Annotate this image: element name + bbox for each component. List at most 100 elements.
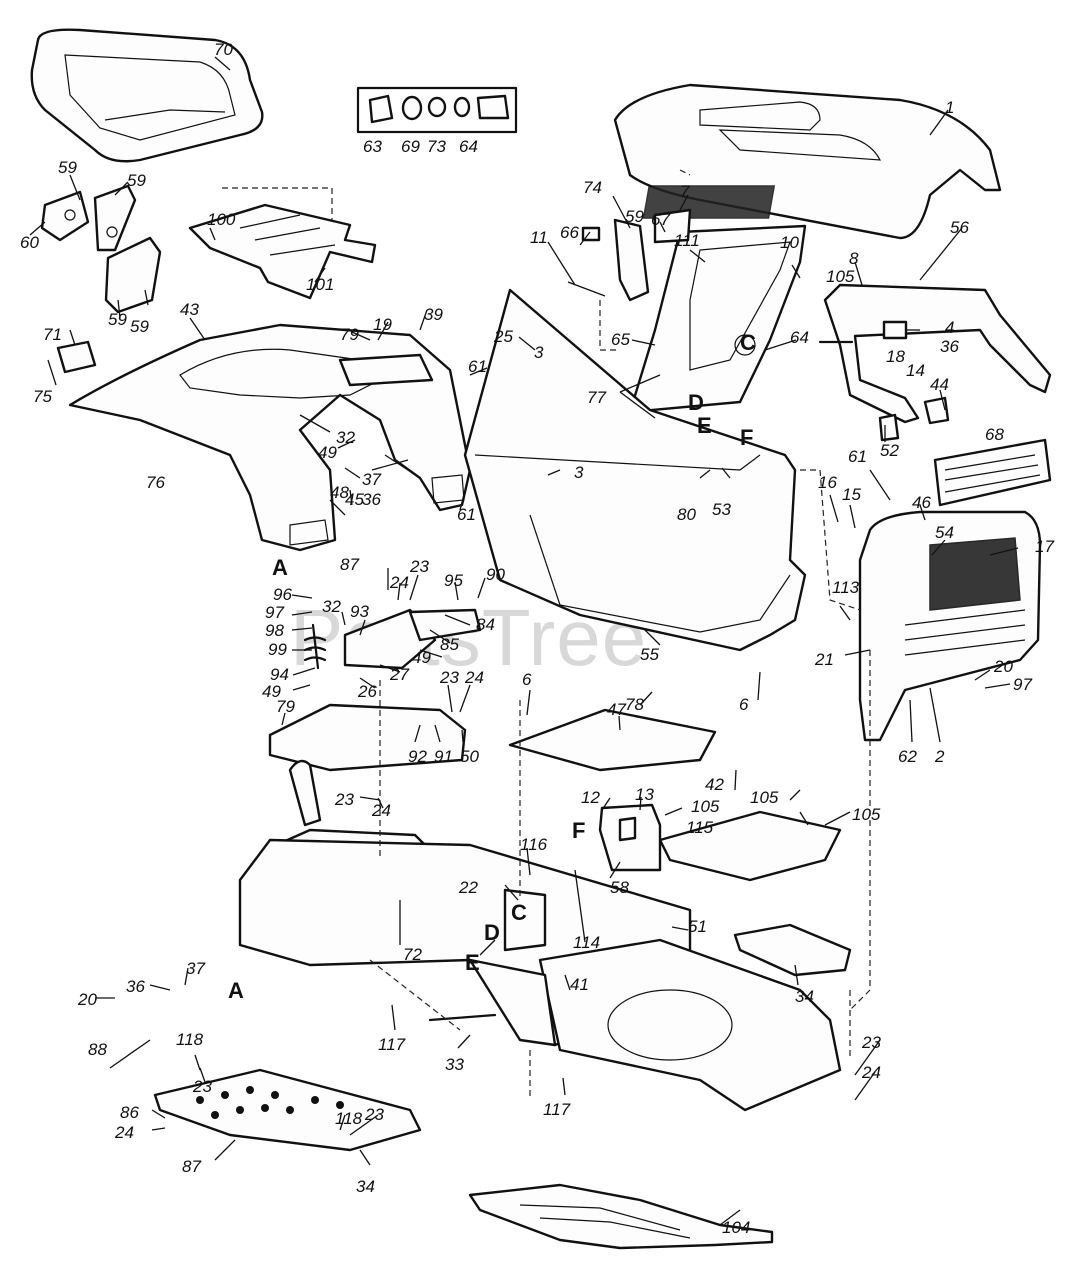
callout-115: 115 [686,818,714,837]
leader-lines [29,56,1019,1226]
callout-61: 61 [457,505,476,524]
callout-36: 36 [362,490,381,509]
reference-letter-e: E [697,413,712,438]
callout-49: 49 [318,443,337,462]
callout-88: 88 [88,1040,107,1059]
callout-24: 24 [371,801,391,820]
callout-84: 84 [476,615,495,634]
callout-87: 87 [340,555,359,574]
callout-24: 24 [861,1063,881,1082]
callout-98: 98 [265,621,284,640]
callout-66: 66 [560,223,579,242]
callout-59: 59 [108,310,127,329]
callout-96: 96 [273,585,292,604]
hood-bumpers [878,396,950,442]
callout-36: 36 [940,337,959,356]
seat [30,28,264,163]
callout-113: 113 [832,578,860,597]
callout-80: 80 [677,505,696,524]
callout-39: 39 [424,305,443,324]
callout-91: 91 [434,747,453,766]
callout-61: 61 [468,357,487,376]
callout-19: 19 [373,315,392,334]
callout-55: 55 [640,645,659,664]
inset-callouts: 63 69 73 64 [363,137,478,156]
callout-67: 67 [651,210,670,229]
callout-104: 104 [722,1218,750,1237]
callout-87: 87 [182,1157,201,1176]
reference-letter-e: E [465,950,480,975]
callout-16: 16 [818,473,837,492]
callout-3: 3 [534,343,544,362]
callout-68: 68 [985,425,1004,444]
callout-13: 13 [635,785,654,804]
callout-6: 6 [739,695,749,714]
callout-54: 54 [935,523,954,542]
callout-50: 50 [460,747,479,766]
seat-bracket-parts [40,184,162,314]
callout-101: 101 [306,275,334,294]
callout-59: 59 [130,317,149,336]
assembly-guide-lines [222,169,871,1100]
callout-71: 71 [43,325,62,344]
seat-mounting-pan [188,203,377,300]
callout-93: 93 [350,602,369,621]
callout-15: 15 [842,485,861,504]
callout-118: 118 [335,1109,363,1128]
callout-56: 56 [950,218,969,237]
callout-70: 70 [214,40,233,59]
callout-95: 95 [444,571,463,590]
floor-plate-47 [508,708,717,772]
callout-72: 72 [403,945,422,964]
callout-26: 26 [357,682,377,701]
callout-65: 65 [611,330,630,349]
callout-47: 47 [607,700,626,719]
reference-letter-a: A [272,555,288,580]
reference-letter-d: D [688,390,704,415]
callout-48: 48 [330,483,349,502]
callout-32: 32 [322,597,341,616]
callout-25: 25 [493,327,513,346]
callout-64: 64 [459,137,478,156]
callout-100: 100 [207,210,236,229]
callout-75: 75 [33,387,52,406]
grille-assembly [858,438,1052,742]
callout-92: 92 [408,747,427,766]
callout-46: 46 [912,493,931,512]
callout-73: 73 [427,137,446,156]
callout-numbers: 1 2 3 3 4 6 6 7 8 10 11 12 13 14 15 16 1… [20,40,1054,1237]
reference-letters: A A C C D D E E F F [228,330,756,1003]
callout-37: 37 [362,470,381,489]
callout-118: 118 [176,1030,204,1049]
callout-4: 4 [945,318,954,337]
callout-105: 105 [852,805,881,824]
callout-63: 63 [363,137,382,156]
callout-22: 22 [458,878,478,897]
left-fender [68,323,472,552]
callout-114: 114 [573,933,600,952]
callout-59: 59 [127,171,146,190]
callout-79: 79 [276,697,295,716]
callout-86: 86 [120,1103,139,1122]
callout-77: 77 [587,388,606,407]
callout-20: 20 [993,657,1013,676]
callout-111: 111 [674,231,700,250]
callout-105: 105 [750,788,779,807]
reference-letter-f: F [572,818,585,843]
callout-97: 97 [1013,675,1032,694]
callout-23: 23 [192,1077,212,1096]
dash-panel [628,224,807,414]
reference-letter-c: C [511,900,527,925]
callout-37: 37 [186,959,205,978]
callout-58: 58 [610,878,629,897]
callout-23: 23 [409,557,429,576]
callout-21: 21 [814,650,834,669]
callout-11: 11 [530,228,548,247]
callout-49: 49 [412,648,431,667]
callout-52: 52 [880,441,899,460]
right-footrest [733,923,852,977]
callout-53: 53 [712,500,731,519]
callout-59: 59 [625,207,644,226]
callout-105: 105 [826,267,855,286]
callout-78: 78 [625,695,644,714]
